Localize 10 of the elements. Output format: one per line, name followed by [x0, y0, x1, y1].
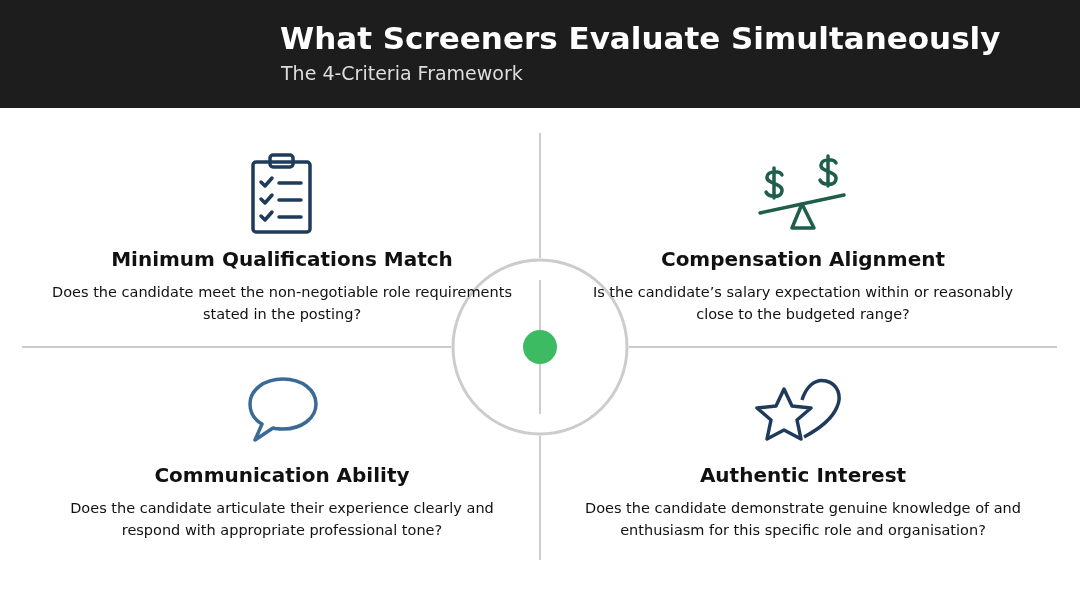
criterion-question: Does the candidate meet the non-negotiable role requirements stated in the posting? [52, 283, 512, 324]
criterion-heading: Compensation Alignment [660, 247, 946, 271]
title: What Screeners Evaluate Simultaneously [280, 20, 1001, 56]
criterion-heading: Authentic Interest [699, 463, 907, 487]
criterion-heading: Minimum Qualifications Match [111, 247, 453, 271]
subtitle: The 4-Criteria Framework [281, 62, 523, 84]
criterion-question: Does the candidate articulate their experience clearly and respond with appropriate professional tone? [69, 499, 495, 540]
criterion-heading: Communication Ability [154, 463, 410, 487]
criterion-question: Does the candidate demonstrate genuine knowledge of and enthusiasm for this specific role and organisation? [583, 499, 1023, 540]
criterion-question: Is the candidate’s salary expectation within or reasonably close to the budgeted range? [591, 283, 1015, 324]
